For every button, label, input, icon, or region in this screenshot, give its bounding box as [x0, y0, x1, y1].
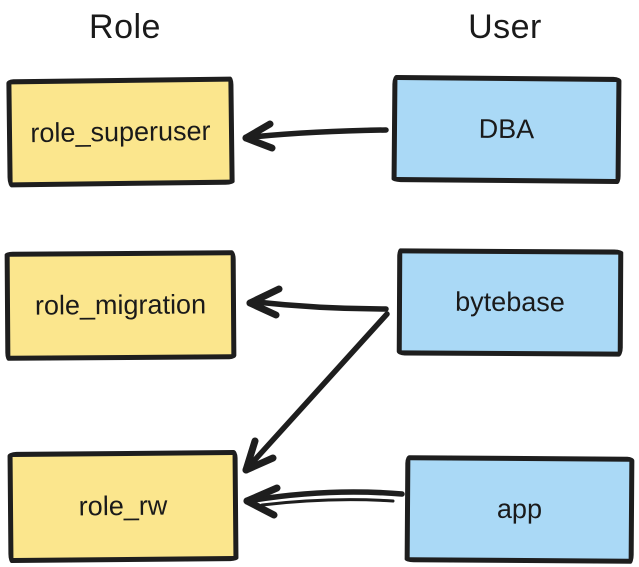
node-label: role_migration: [34, 289, 207, 321]
column-header-user: User: [468, 8, 542, 46]
node-role-superuser: role_superuser: [6, 76, 235, 188]
node-user-bytebase: bytebase: [396, 248, 624, 357]
arrow-dba-to-role-superuser: [242, 120, 389, 152]
node-user-dba: DBA: [391, 75, 622, 184]
arrow-bytebase-to-role-rw: [242, 311, 390, 474]
node-label: role_rw: [78, 490, 168, 522]
column-header-role: Role: [89, 8, 161, 46]
node-label: DBA: [478, 113, 535, 145]
node-role-migration: role_migration: [4, 250, 237, 361]
arrow-app-to-role-rw: [243, 484, 405, 519]
arrow-bytebase-to-role-migration: [246, 285, 389, 319]
node-user-app: app: [404, 455, 635, 564]
node-label: role_superuser: [30, 115, 211, 148]
node-label: app: [496, 493, 543, 525]
node-label: bytebase: [455, 286, 565, 318]
node-role-rw: role_rw: [7, 449, 239, 564]
